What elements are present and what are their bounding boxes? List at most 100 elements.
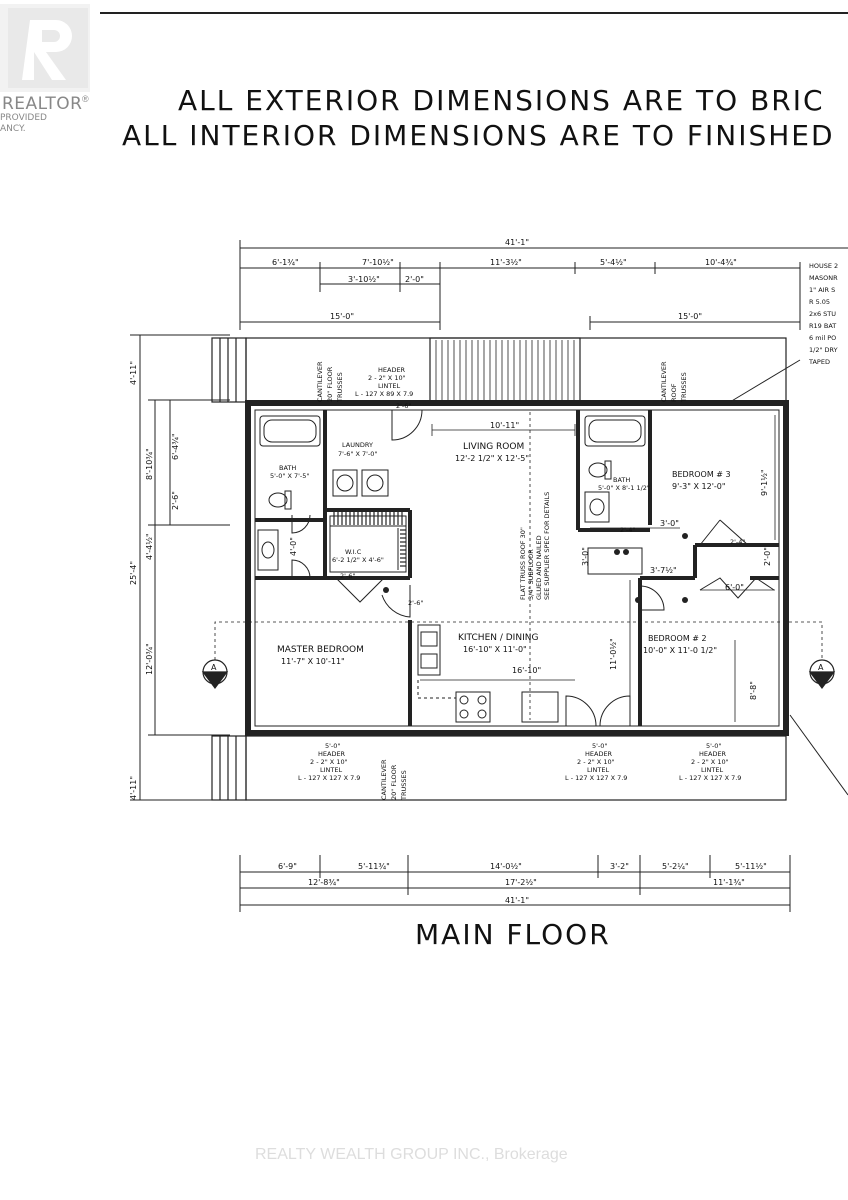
svg-text:2 - 2" X 10": 2 - 2" X 10" — [691, 758, 729, 766]
small-dim-1: 2'-6" — [396, 402, 411, 410]
header-note-bottom-2: 5'-0" HEADER 2 - 2" X 10" LINTEL L - 127… — [565, 742, 627, 782]
svg-text:HEADER: HEADER — [585, 750, 613, 758]
small-dim-3: 2'-4" — [620, 526, 635, 534]
dim-left-bottom: 4'-11" — [129, 776, 138, 800]
svg-text:L - 127 X 89 X 7.9: L - 127 X 89 X 7.9 — [355, 390, 413, 398]
small-dim-7: 3'-7½" — [650, 566, 677, 575]
room-bath1-name: BATH — [279, 464, 296, 472]
dim-top-seg-2: 7'-10½" — [362, 258, 394, 267]
svg-text:SEE SUPPLIER SPEC FOR DETAILS: SEE SUPPLIER SPEC FOR DETAILS — [543, 492, 551, 600]
room-bath2-name: BATH — [613, 476, 630, 484]
svg-text:HOUSE 2: HOUSE 2 — [809, 262, 838, 270]
small-dim-13: 9'-1½" — [760, 469, 769, 496]
dim-top-right-15: 15'-0" — [678, 312, 702, 321]
svg-text:L - 127 X 127 X 7.9: L - 127 X 127 X 7.9 — [298, 774, 360, 782]
dim-left-c: 12'-0¾" — [145, 643, 154, 675]
room-living-size: 12'-2 1/2" X 12'-5" — [455, 454, 529, 463]
room-wic-name: W.I.C — [345, 548, 362, 556]
header-note-bottom-3: 5'-0" HEADER 2 - 2" X 10" LINTEL L - 127… — [679, 742, 741, 782]
cantilever-note-3: CANTILEVER 20" FLOOR TRUSSES — [380, 759, 408, 801]
svg-text:CANTILEVER: CANTILEVER — [660, 361, 668, 402]
svg-text:1/2" DRY: 1/2" DRY — [809, 346, 838, 354]
svg-text:FLAT TRUSS ROOF 30": FLAT TRUSS ROOF 30" — [519, 527, 527, 600]
svg-text:5'-0": 5'-0" — [592, 742, 607, 750]
svg-text:6 mil PO: 6 mil PO — [809, 334, 836, 342]
dim-top-sub-a: 3'-10½" — [348, 275, 380, 284]
dim-bottom-overall: 41'-1" — [505, 896, 529, 905]
dim-top-seg-4: 5'-4½" — [600, 258, 627, 267]
brokerage-watermark: REALTY WEALTH GROUP INC., Brokerage — [255, 1146, 568, 1163]
dim-bottom-seg-4: 3'-2" — [610, 862, 629, 871]
dim-left-overall: 25'-4" — [129, 561, 138, 585]
dim-left-a: 8'-10¾" — [145, 448, 154, 480]
svg-text:2 - 2" X 10": 2 - 2" X 10" — [368, 374, 406, 382]
dim-top-seg-1: 6'-1¾" — [272, 258, 299, 267]
wall-spec-note: HOUSE 2 MASONR 1" AIR S R 5.05 2x6 STU R… — [808, 262, 838, 366]
dim-bottom-group-3: 11'-1¾" — [713, 878, 745, 887]
header-note-bottom-1: 5'-0" HEADER 2 - 2" X 10" LINTEL L - 127… — [298, 742, 360, 782]
room-bed3-size: 9'-3" X 12'-0" — [672, 482, 726, 491]
small-dim-6: 6'-0" — [725, 583, 744, 592]
dim-bottom-seg-1: 6'-9" — [278, 862, 297, 871]
svg-text:LINTEL: LINTEL — [378, 382, 400, 390]
small-dim-4: 3'-0" — [660, 519, 679, 528]
header-note-top: HEADER 2 - 2" X 10" LINTEL L - 127 X 89 … — [355, 366, 413, 398]
svg-text:TAPED: TAPED — [808, 358, 830, 366]
room-bed2-name: BEDROOM # 2 — [648, 634, 707, 643]
room-bath1-size: 5'-0" X 7'-5" — [270, 472, 309, 480]
svg-text:2 - 2" X 10": 2 - 2" X 10" — [310, 758, 348, 766]
room-master-size: 11'-7" X 10'-11" — [281, 657, 345, 666]
svg-text:HEADER: HEADER — [699, 750, 727, 758]
svg-text:R 5.05: R 5.05 — [809, 298, 830, 306]
svg-text:R19 BAT: R19 BAT — [809, 322, 836, 330]
svg-text:GLUED AND NAILED: GLUED AND NAILED — [535, 535, 543, 600]
svg-text:TRUSSES: TRUSSES — [680, 372, 688, 403]
dim-top-sub-b: 2'-0" — [405, 275, 424, 284]
room-kitchen-name: KITCHEN / DINING — [458, 633, 538, 643]
kitchen-width-dim: 16'-10" — [512, 666, 541, 675]
small-dim-9: 4'-0" — [289, 537, 298, 556]
svg-text:ROOF: ROOF — [670, 383, 678, 402]
dim-top-seg-3: 11'-3½" — [490, 258, 522, 267]
dim-bottom-seg-3: 14'-0½" — [490, 862, 522, 871]
room-kitchen-size: 16'-10" X 11'-0" — [463, 645, 527, 654]
header-rule — [100, 12, 848, 14]
dim-bottom-seg-2: 5'-11¾" — [358, 862, 390, 871]
svg-text:TRUSSES: TRUSSES — [336, 372, 344, 403]
svg-text:20" FLOOR: 20" FLOOR — [390, 764, 398, 800]
svg-text:3/4" SUBFLOOR: 3/4" SUBFLOOR — [527, 549, 535, 600]
svg-text:CANTILEVER: CANTILEVER — [380, 759, 388, 800]
svg-text:CANTILEVER: CANTILEVER — [316, 361, 324, 402]
small-dim-11: 11'-0½" — [609, 638, 618, 670]
svg-text:LINTEL: LINTEL — [701, 766, 723, 774]
room-laundry-size: 7'-6" X 7'-0" — [338, 450, 377, 458]
logo-sub2: ANCY. — [0, 124, 26, 134]
registered-mark: ® — [82, 94, 89, 104]
room-living-name: LIVING ROOM — [463, 442, 524, 452]
small-dim-12: 8'-8" — [749, 681, 758, 700]
small-dim-10: 3'-0" — [581, 547, 590, 566]
svg-text:L - 127 X 127 X 7.9: L - 127 X 127 X 7.9 — [679, 774, 741, 782]
svg-text:HEADER: HEADER — [318, 750, 346, 758]
svg-text:5'-0": 5'-0" — [706, 742, 721, 750]
truss-note: FLAT TRUSS ROOF 30" 3/4" SUBFLOOR GLUED … — [519, 492, 551, 600]
dim-bottom-seg-5: 5'-2¼" — [662, 862, 689, 871]
dim-left-e: 2'-6" — [171, 491, 180, 510]
small-dim-14: 2'-6" — [408, 599, 423, 607]
section-marker-right: A — [818, 663, 824, 672]
small-dim-2: 2'-6" — [340, 572, 355, 580]
dim-top-seg-5: 10'-4¾" — [705, 258, 737, 267]
banner-line-2: ALL INTERIOR DIMENSIONS ARE TO FINISHED — [122, 119, 835, 152]
small-dim-5: 2'-4" — [730, 538, 745, 546]
dim-left-top: 4'-11" — [129, 361, 138, 385]
realtor-logo — [0, 4, 90, 92]
dim-left-b: 4'-4½" — [145, 533, 154, 560]
dim-bottom-seg-6: 5'-11½" — [735, 862, 767, 871]
room-wic-size: 6'-2 1/2" X 4'-6" — [332, 556, 384, 564]
room-master-name: MASTER BEDROOM — [277, 645, 364, 655]
dim-left-d: 6'-4¾" — [171, 433, 180, 460]
room-bed3-name: BEDROOM # 3 — [672, 470, 731, 479]
svg-text:LINTEL: LINTEL — [587, 766, 609, 774]
svg-text:5'-0": 5'-0" — [325, 742, 340, 750]
